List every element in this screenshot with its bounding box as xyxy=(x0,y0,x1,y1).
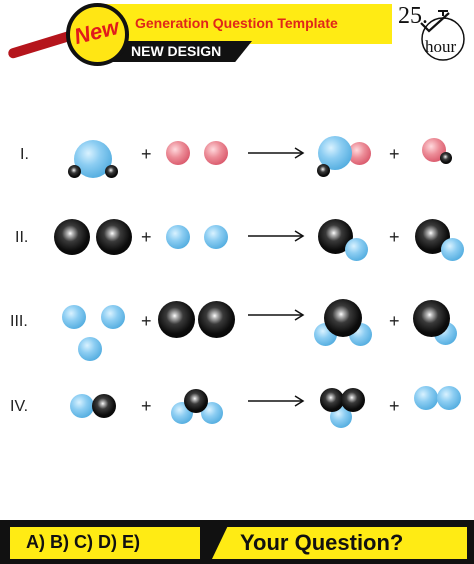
plus-sign: + xyxy=(141,396,152,416)
atom-blue xyxy=(441,238,464,261)
atom-blue xyxy=(204,225,228,249)
atom-black xyxy=(324,299,362,337)
plus-sign: + xyxy=(141,311,152,331)
check-icon xyxy=(420,12,450,33)
atom-red xyxy=(166,141,190,165)
plus-sign: + xyxy=(389,396,400,416)
atom-black xyxy=(92,394,116,418)
atom-black-small xyxy=(317,164,330,177)
question-text: Your Question? xyxy=(240,530,404,555)
question-box xyxy=(212,527,467,559)
atom-blue xyxy=(201,402,223,424)
atom-black xyxy=(158,301,195,338)
atom-black-small xyxy=(440,152,452,164)
atom-black xyxy=(413,300,450,337)
subtitle-banner xyxy=(112,41,252,62)
row-label-1: I. xyxy=(20,146,29,163)
timer-unit: hour xyxy=(425,37,457,56)
magnifier-icon xyxy=(66,3,129,66)
atom-black xyxy=(54,219,90,255)
atom-black xyxy=(184,389,208,413)
atom-black xyxy=(320,388,344,412)
plus-sign: + xyxy=(389,311,400,331)
answers-box xyxy=(10,527,200,559)
atom-blue xyxy=(345,238,368,261)
atom-blue xyxy=(101,305,125,329)
header-subtitle: NEW DESIGN xyxy=(131,43,222,59)
timer-value: 25. xyxy=(398,3,428,29)
atom-black xyxy=(198,301,235,338)
arrow-icon xyxy=(248,309,305,321)
atom-blue xyxy=(70,394,94,418)
arrow-icon xyxy=(248,395,305,407)
magnifier-handle xyxy=(6,30,74,60)
arrow-icon xyxy=(248,230,305,242)
atom-red xyxy=(348,142,371,165)
atom-black xyxy=(96,219,132,255)
plus-sign: + xyxy=(389,144,400,164)
atom-blue xyxy=(62,305,86,329)
plus-sign: + xyxy=(141,227,152,247)
plus-sign: + xyxy=(141,144,152,164)
row-label-4: IV. xyxy=(10,398,29,415)
atom-blue xyxy=(78,337,102,361)
atom-blue xyxy=(414,386,438,410)
answer-options: A) B) C) D) E) xyxy=(26,532,140,552)
header-banner xyxy=(92,4,392,44)
atom-black-small xyxy=(68,165,81,178)
atom-black xyxy=(341,388,365,412)
plus-sign: + xyxy=(389,227,400,247)
atom-blue xyxy=(166,225,190,249)
atom-red xyxy=(204,141,228,165)
atom-blue xyxy=(330,406,352,428)
atom-black-small xyxy=(105,165,118,178)
atom-blue xyxy=(437,386,461,410)
row-label-2: II. xyxy=(15,229,29,246)
header-title: Generation Question Template xyxy=(135,15,338,31)
arrow-icon xyxy=(248,147,305,159)
row-label-3: III. xyxy=(10,313,28,330)
